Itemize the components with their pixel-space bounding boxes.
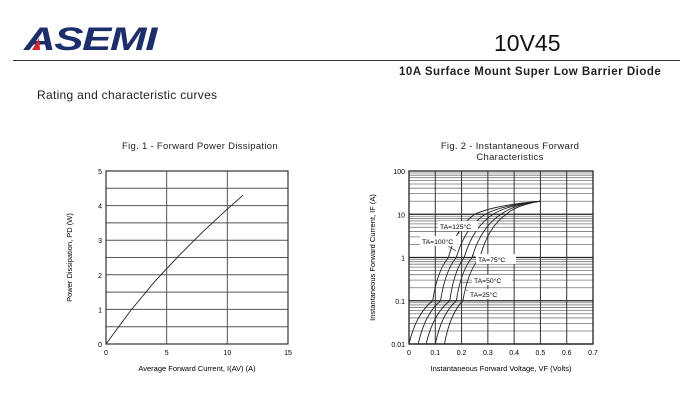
x-tick-label: 0.5 — [536, 350, 546, 357]
x-tick-label: 10 — [223, 350, 231, 357]
series-label-bg — [472, 275, 512, 285]
series-label-bg — [420, 236, 460, 246]
x-tick-label: 15 — [284, 350, 292, 357]
series-line-3 — [434, 200, 541, 345]
y-tick-label: 3 — [98, 238, 102, 245]
section-title: Rating and characteristic curves — [37, 88, 218, 102]
x-tick-label: 0.2 — [457, 350, 467, 357]
series-line-pd — [105, 194, 244, 345]
series-line-2 — [425, 200, 541, 345]
y-tick-label: 4 — [98, 204, 102, 211]
fig2-title-line2: Characteristics — [476, 152, 544, 163]
svg-text:ASEMI: ASEMI — [23, 22, 159, 54]
x-tick-label: 0.4 — [509, 350, 519, 357]
series-label-bg — [468, 289, 508, 299]
y-tick-label: 10 — [397, 212, 405, 219]
y-tick-label: 0.1 — [395, 299, 405, 306]
fig2-title-line1: Fig. 2 - Instantaneous Forward — [440, 141, 580, 152]
y-axis-label: Power Dissipation, PD (W) — [65, 213, 74, 302]
x-tick-label: 0 — [104, 350, 108, 357]
x-tick-label: 0 — [407, 350, 411, 357]
x-axis-label: Instantaneous Forward Voltage, VF (Volts… — [431, 364, 572, 373]
x-tick-label: 5 — [165, 350, 169, 357]
y-tick-label: 2 — [98, 273, 102, 280]
series-label: TA=125°C — [440, 223, 471, 231]
plot-frame — [105, 170, 289, 345]
y-tick-label: 0.01 — [391, 342, 405, 349]
y-tick-label: 100 — [393, 169, 405, 176]
plot-frame — [408, 170, 594, 345]
x-tick-label: 0.3 — [483, 350, 493, 357]
x-axis-label: Average Forward Current, I(AV) (A) — [138, 364, 256, 373]
series-label-bg — [438, 221, 478, 231]
y-axis-label: Instantaneous Forward Current, IF (A) — [368, 194, 377, 321]
series-label-bg — [476, 254, 516, 264]
y-tick-label: 0 — [98, 342, 102, 349]
part-number: 10V45 — [494, 30, 561, 56]
y-tick-label: 5 — [98, 169, 102, 176]
product-description: 10A Surface Mount Super Low Barrier Diod… — [399, 66, 662, 78]
series-label: TA=100°C — [422, 238, 453, 246]
y-tick-label: 1 — [401, 256, 405, 263]
fig1-title: Fig. 1 - Forward Power Dissipation — [122, 141, 278, 152]
series-line-0 — [408, 200, 541, 345]
x-tick-label: 0.6 — [562, 350, 572, 357]
x-tick-label: 0.1 — [430, 350, 440, 357]
series-label: TA=25°C — [470, 291, 497, 299]
series-label: TA=50°C — [474, 277, 501, 285]
asemi-logo: ASEMI — [23, 22, 160, 54]
y-tick-label: 1 — [98, 307, 102, 314]
x-tick-label: 0.7 — [588, 350, 598, 357]
series-label: TA=75°C — [478, 256, 505, 264]
header-divider — [13, 60, 680, 61]
series-line-1 — [417, 200, 541, 345]
